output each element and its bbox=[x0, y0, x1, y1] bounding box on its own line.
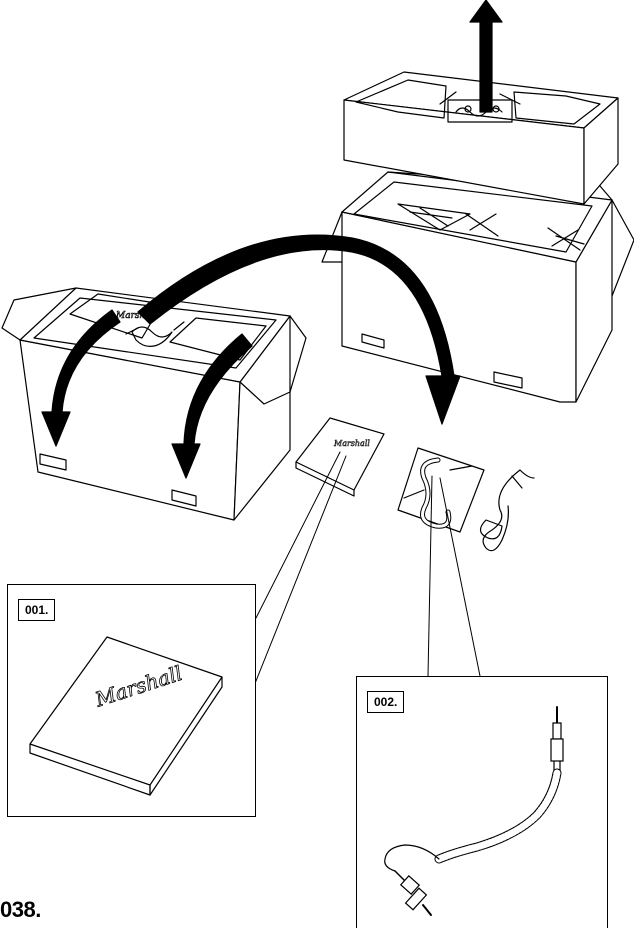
open-box-left: Marshall bbox=[1, 287, 307, 521]
lift-up-arrow bbox=[469, 0, 503, 113]
callout-box-manual: 001. Marshall bbox=[7, 584, 256, 817]
box-brand-logo: Marshall bbox=[115, 311, 157, 321]
fold-arrow-left bbox=[41, 309, 121, 447]
coiled-cable-detail bbox=[384, 706, 564, 916]
manual-detail: Marshall bbox=[29, 636, 223, 796]
leader-line-001 bbox=[253, 451, 347, 687]
callout-label-001: 001. bbox=[18, 599, 56, 621]
transfer-arc-arrow bbox=[137, 234, 461, 425]
callout-label-002: 002. bbox=[367, 691, 405, 713]
leader-line-002 bbox=[427, 475, 481, 677]
callout-box-cable: 002. bbox=[356, 676, 608, 928]
power-cord bbox=[479, 469, 535, 552]
open-box-right bbox=[321, 171, 634, 403]
manual-small: Marshall bbox=[295, 417, 385, 497]
manual-small-logo: Marshall bbox=[333, 439, 370, 448]
fold-arrow-center bbox=[171, 333, 253, 479]
page-number: 038. bbox=[0, 897, 41, 922]
cable-small bbox=[397, 447, 485, 533]
